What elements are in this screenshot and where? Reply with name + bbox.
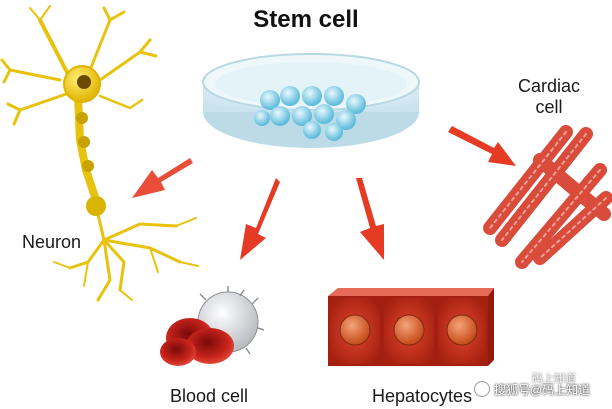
neuron-icon [0, 5, 199, 302]
blood-cell-icon [160, 286, 265, 366]
watermark-text: 搜狐号@码上知道 [494, 382, 591, 397]
blood-cell-label: Blood cell [170, 386, 249, 406]
watermark-overlay: 码上知道 [532, 373, 576, 385]
neuron-label: Neuron [22, 232, 82, 252]
arrow-to-cardiac [448, 126, 516, 166]
neuron-soma [63, 65, 106, 216]
arrow-to-blood [240, 178, 280, 260]
hepatocytes-icon [328, 288, 494, 366]
stem-cells [254, 86, 366, 141]
stem-cell-dish-icon [202, 53, 420, 148]
watermark-badge-icon [474, 381, 490, 397]
diagram-title: Stem cell [253, 6, 359, 33]
watermark: 搜狐号@码上知道 [474, 374, 608, 404]
cardiac-cell-label: Cardiac cell [518, 76, 580, 118]
hepatocytes-label: Hepatocytes [372, 386, 473, 406]
cardiac-label-line2: cell [535, 97, 563, 117]
arrow-to-neuron [132, 158, 193, 198]
cardiac-cell-icon [483, 125, 612, 269]
arrow-to-hepatocytes [356, 178, 384, 260]
cardiac-label-line1: Cardiac [518, 76, 581, 96]
